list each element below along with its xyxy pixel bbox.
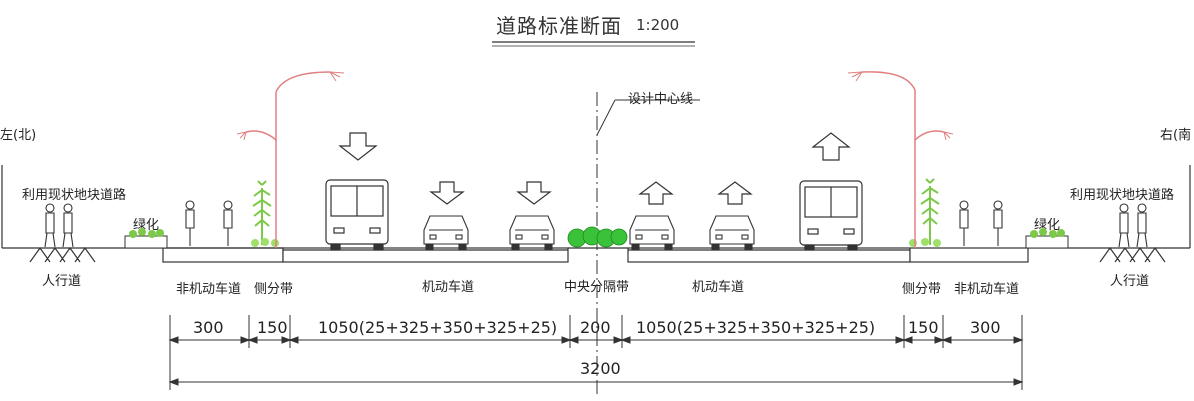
planter-right [1025,235,1069,249]
bus-icon [325,179,389,251]
streetlight-icon [245,71,945,248]
carriageway-right-label: 机动车道 [692,280,745,295]
dimension-lines [168,315,1024,390]
tree-base-shrub [251,238,941,247]
side-separator-left-label: 侧分带 [254,282,294,297]
median-shrub-icon [567,226,628,248]
dim-bike-left: 300 [193,318,224,337]
bus-icon [799,180,863,251]
dim-sep-right: 150 [908,318,939,337]
sidewalk-left-label: 人行道 [42,274,82,289]
dim-median: 200 [580,318,611,337]
lamp-head-icon [236,71,954,141]
pedestrian-icon [44,203,1148,248]
arrow-up-icon [717,181,753,205]
drawing-title: 道路标准断面 [496,14,622,38]
dim-total: 3200 [580,359,621,378]
carriageway-left-label: 机动车道 [422,280,475,295]
centerline-leader [596,99,616,136]
planter-left [124,235,168,249]
dim-sep-left: 150 [257,318,288,337]
bike-lane-right-label: 非机动车道 [954,282,1020,297]
arrow-up-icon [638,181,674,205]
car-icon [509,215,555,251]
road-profile [2,246,1190,263]
car-icon [423,215,469,251]
side-left-label: 左(北) [0,128,37,143]
car-icon [709,215,755,251]
car-icon [629,215,675,251]
existing-road-left-label: 利用现状地块道路 [22,188,127,203]
tree-icon [252,178,940,245]
dim-carriageway-left: 1050(25+325+350+325+25) [318,318,558,337]
shrub-icon [129,228,1065,238]
dim-bike-right: 300 [970,318,1001,337]
dim-carriageway-right: 1050(25+325+350+325+25) [636,318,876,337]
bike-lane-left-label: 非机动车道 [176,282,242,297]
existing-road-right-label: 利用现状地块道路 [1070,188,1175,203]
arrow-up-icon [811,132,851,161]
side-right-label: 右(南 [1160,128,1192,143]
arrow-down-icon [338,132,378,161]
sidewalk-right-label: 人行道 [1110,274,1150,289]
side-separator-right-label: 侧分带 [902,282,942,297]
drawing-scale: 1:200 [636,16,680,34]
arrow-down-icon [429,181,465,205]
arrow-down-icon [516,181,552,205]
cyclist-icon [185,200,1003,246]
